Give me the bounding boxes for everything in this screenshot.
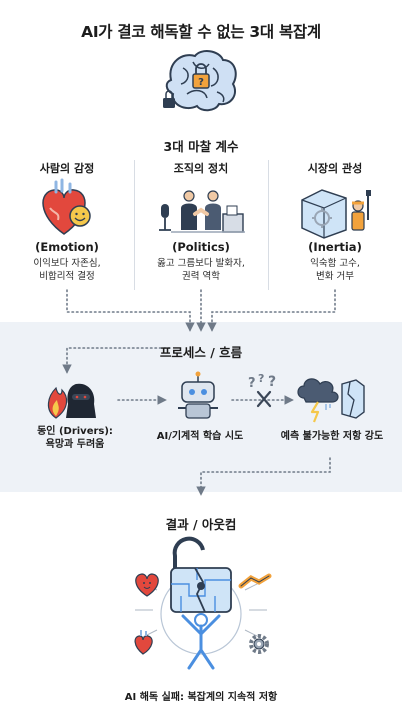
emotion-en: (Emotion) (35, 240, 99, 254)
inertia-desc-2: 변화 거부 (316, 271, 354, 282)
politics-desc-1: 옳고 그름보다 발화자, (157, 258, 245, 269)
emotion-desc-2: 비합리적 결정 (39, 271, 95, 282)
page-title: AI가 결코 해독할 수 없는 3대 복잡계 (81, 23, 321, 41)
inertia-desc-1: 익숙함 고수, (310, 258, 360, 269)
emotion-title: 사람의 감정 (39, 162, 95, 175)
politics-desc-2: 권력 역학 (182, 271, 220, 282)
learning-label: AI/기계적 학습 시도 (156, 431, 244, 442)
column-divider (134, 160, 135, 290)
resistance-label: 예측 불가능한 저항 강도 (280, 431, 384, 442)
process-label: 프로세스 / 흐름 (159, 345, 243, 360)
column-divider (268, 160, 269, 290)
drivers-label: 동인 (Drivers): (37, 426, 113, 437)
outcome-label: 결과 / 아웃컴 (165, 517, 237, 532)
emotion-desc-1: 이익보다 자존심, (33, 258, 101, 269)
inertia-title: 시장의 관성 (307, 162, 363, 175)
svg-text:?: ? (198, 77, 204, 88)
politics-title: 조직의 정치 (173, 162, 229, 175)
inertia-en: (Inertia) (308, 240, 362, 254)
friction-label: 3대 마찰 계수 (163, 139, 239, 154)
drivers-sub-label: 욕망과 두려움 (45, 439, 105, 450)
politics-en: (Politics) (172, 240, 230, 254)
outcome-caption: AI 해독 실패: 복잡계의 지속적 저항 (124, 692, 278, 703)
